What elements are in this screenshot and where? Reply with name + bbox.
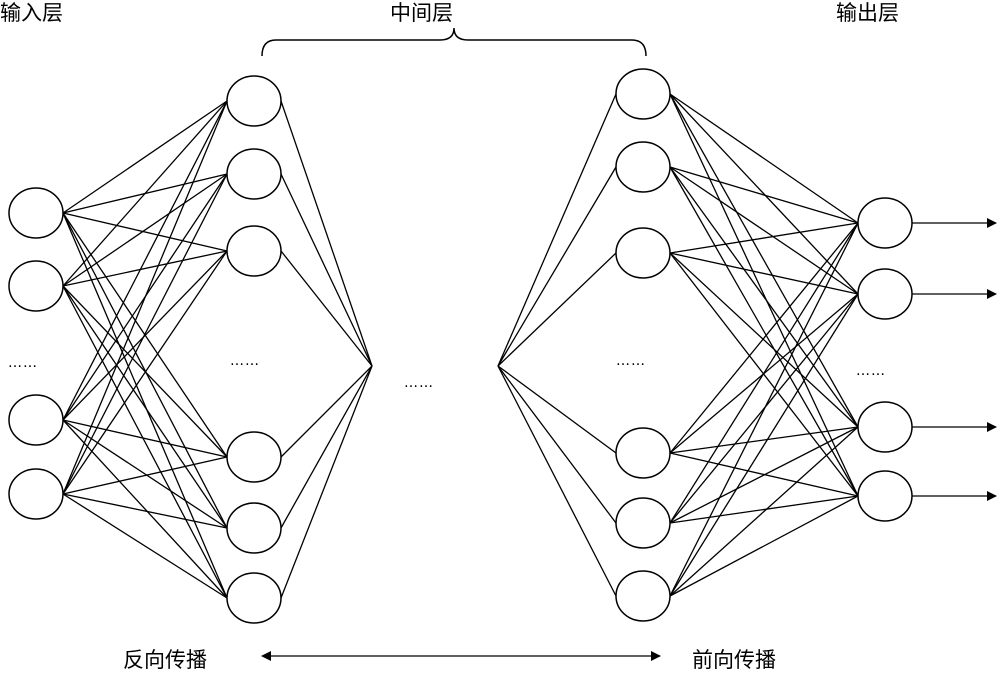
input-to-hidden-edge [62,173,228,287]
hidden-left-ellipsis: …… [230,353,260,369]
hidden-diverge-edge [497,365,617,454]
hidden-to-output-edge [669,252,859,295]
middle-ellipsis: …… [404,375,434,391]
hidden-right-ellipsis: …… [616,353,646,369]
hidden-diverge-edge [497,93,617,367]
hidden-neuron [615,497,671,549]
hidden-neuron [615,141,671,193]
hidden-layer-brace [261,27,647,57]
hidden-to-output-edge [669,222,859,597]
output-layer-label: 输出层 [836,1,899,25]
input-to-hidden-edge [62,212,228,599]
input-to-hidden-edge [62,100,228,214]
input-to-hidden-edge [62,285,228,599]
input-neuron [8,260,64,312]
input-ellipsis: …… [8,355,38,371]
connection-lines [62,93,859,599]
input-neuron [8,187,64,239]
input-to-hidden-edge [62,100,228,287]
neuron-nodes [8,68,913,624]
hidden-to-output-edge [669,252,859,428]
hidden-to-output-edge [669,166,859,497]
input-to-hidden-edge [62,419,228,599]
input-to-hidden-edge [62,419,228,529]
hidden-to-output-edge [669,426,859,524]
hidden-to-output-edge [669,93,859,428]
output-neuron [857,197,913,249]
input-to-hidden-edge [62,212,228,252]
hidden-converge-edge [280,365,373,458]
hidden-diverge-edge [497,166,617,367]
hidden-neuron [615,427,671,479]
hidden-neuron [615,68,671,120]
forward-propagation-label: 前向传播 [692,648,776,672]
input-to-hidden-edge [62,419,228,458]
hidden-neuron [226,148,282,200]
hidden-neuron [615,227,671,279]
hidden-to-output-edge [669,495,859,597]
input-to-hidden-edge [62,285,228,529]
hidden-to-output-edge [669,222,859,254]
input-to-hidden-edge [62,173,228,495]
input-neuron [8,468,64,520]
annotations [261,27,997,661]
hidden-converge-edge [280,365,373,529]
output-neuron [857,268,913,320]
hidden-diverge-edge [497,252,617,367]
hidden-neuron [615,570,671,622]
input-to-hidden-edge [62,250,228,287]
hidden-neuron [226,431,282,483]
hidden-to-output-edge [669,222,859,454]
output-ellipsis: …… [856,363,886,379]
hidden-layer-label: 中间层 [390,1,453,25]
input-to-hidden-edge [62,456,228,495]
hidden-neuron [226,225,282,277]
hidden-to-output-edge [669,166,859,295]
hidden-to-output-edge [669,495,859,524]
backward-propagation-label: 反向传播 [123,648,207,672]
input-layer-label: 输入层 [0,1,63,25]
hidden-to-output-edge [669,93,859,295]
hidden-to-output-edge [669,93,859,224]
hidden-to-output-edge [669,426,859,454]
hidden-to-output-edge [669,166,859,428]
hidden-neuron [226,502,282,554]
input-to-hidden-edge [62,250,228,421]
input-to-hidden-edge [62,250,228,495]
hidden-converge-edge [280,365,373,599]
hidden-to-output-edge [669,426,859,597]
input-to-hidden-edge [62,493,228,529]
input-to-hidden-edge [62,100,228,421]
input-to-hidden-edge [62,100,228,495]
input-to-hidden-edge [62,212,228,529]
output-neuron [857,470,913,522]
hidden-to-output-edge [669,93,859,497]
hidden-diverge-edge [497,365,617,524]
hidden-diverge-edge [497,365,617,597]
hidden-converge-edge [280,250,373,367]
hidden-neuron [226,572,282,624]
output-neuron [857,401,913,453]
hidden-converge-edge [280,100,373,367]
hidden-to-output-edge [669,222,859,524]
hidden-converge-edge [280,173,373,367]
input-neuron [8,394,64,446]
hidden-neuron [226,75,282,127]
hidden-to-output-edge [669,166,859,224]
input-to-hidden-edge [62,493,228,599]
hidden-to-output-edge [669,293,859,597]
